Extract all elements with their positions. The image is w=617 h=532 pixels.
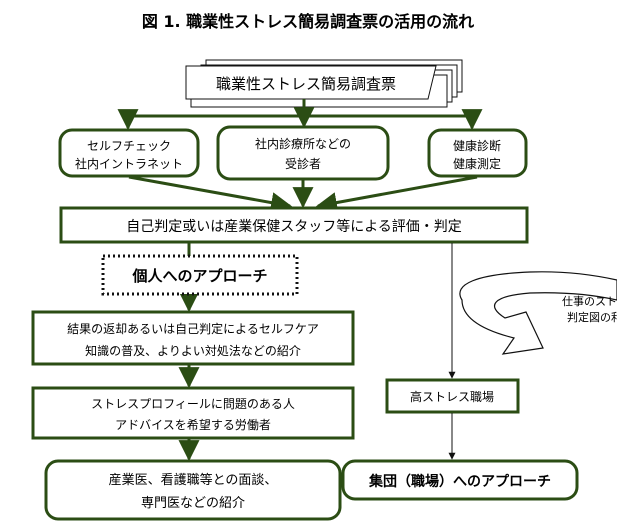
- page-title: 図 1. 職業性ストレス簡易調査票の活用の流れ: [142, 12, 474, 31]
- high-stress-label: 高ストレス職場: [410, 389, 494, 404]
- curved-note-line1: 仕事のストレ: [562, 295, 617, 308]
- result-return-line1: 結果の返却あるいは自己判定によるセルフケア: [67, 321, 319, 336]
- branch-connector: [117, 99, 483, 131]
- evaluation-label: 自己判定或いは産業保健スタッフ等による評価・判定: [126, 218, 462, 235]
- problem-workers-line2: アドバイスを希望する労働者: [115, 417, 271, 432]
- interview-line2: 専門医などの紹介: [141, 496, 245, 511]
- health-line2: 健康測定: [453, 156, 501, 171]
- curved-note-line2: 判定図の利: [567, 310, 617, 324]
- questionnaire-label: 職業性ストレス簡易調査票: [216, 75, 396, 93]
- self-check-line2: 社内イントラネット: [75, 156, 183, 171]
- high-stress-box: 高ストレス職場: [385, 378, 520, 414]
- self-check-line1: セルフチェック: [87, 139, 171, 153]
- converge-arrows: [128, 175, 478, 213]
- result-return-line2: 知識の普及、よりよい対処法などの紹介: [85, 344, 301, 358]
- individual-approach-text: 個人へのアプローチ: [131, 267, 267, 285]
- problem-workers-box: ストレスプロフィールに問題のある人 アドバイスを希望する労働者: [31, 386, 355, 440]
- group-approach-label: 集団（職場）へのアプローチ: [368, 473, 551, 490]
- result-return-box: 結果の返却あるいは自己判定によるセルフケア 知識の普及、よりよい対処法などの紹介: [31, 310, 355, 366]
- curved-arrow: 仕事のストレ 判定図の利: [459, 271, 617, 355]
- clinic-line1: 社内診療所などの: [255, 136, 351, 151]
- source-clinic-box: 社内診療所などの 受診者: [216, 125, 390, 181]
- group-approach-box: 集団（職場）へのアプローチ: [341, 459, 579, 501]
- interview-line1: 産業医、看護職等との面談、: [109, 472, 278, 488]
- evaluation-box: 自己判定或いは産業保健スタッフ等による評価・判定: [59, 206, 529, 244]
- health-line1: 健康診断: [453, 138, 501, 153]
- clinic-line2: 受診者: [285, 156, 321, 171]
- problem-workers-line1: ストレスプロフィールに問題のある人: [91, 397, 295, 411]
- individual-approach-label: 個人へのアプローチ: [101, 254, 299, 296]
- source-health-box: 健康診断 健康測定: [427, 128, 528, 178]
- interview-box: 産業医、看護職等との面談、 専門医などの紹介: [44, 459, 342, 521]
- source-self-check-box: セルフチェック 社内イントラネット: [58, 128, 200, 178]
- questionnaire-stack: 職業性ストレス簡易調査票: [185, 59, 463, 108]
